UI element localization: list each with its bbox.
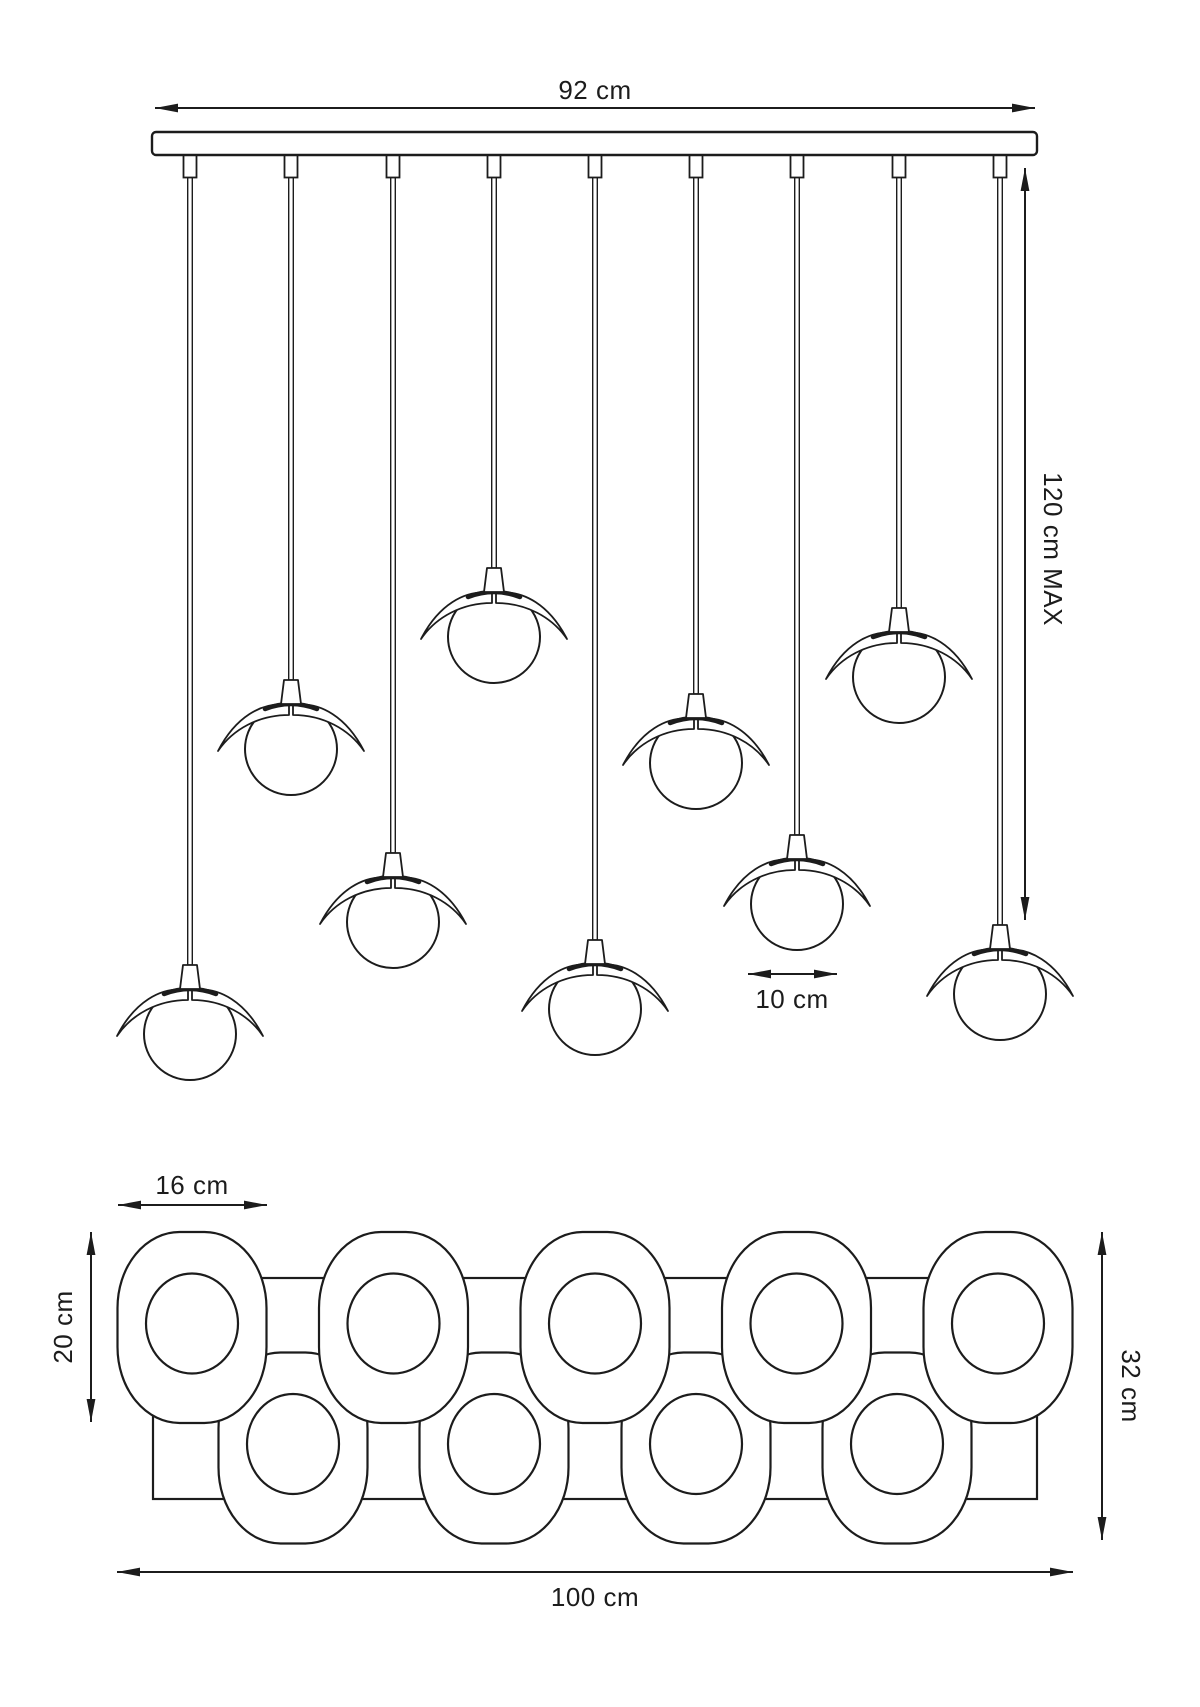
cord-grip-1 [182,153,198,179]
pendant-head-7 [724,835,870,950]
pendant-head-3 [320,853,466,968]
dimension-overall-depth: 32 cm [1097,1232,1146,1540]
dimension-canopy-width: 92 cm [155,75,1035,113]
pendant-cable-7 [794,176,801,836]
pendant-cable-4 [491,176,498,569]
dimension-shade-depth: 20 cm [48,1232,96,1422]
overall-width-label: 100 cm [551,1582,639,1612]
pendant-cable-8 [896,176,903,609]
cord-grip-6 [688,153,704,179]
cord-grip-7 [789,153,805,179]
cord-grip-2 [283,153,299,179]
pendant-head-4 [421,568,567,683]
pendant-head-6 [623,694,769,809]
plan-view: 16 cm 20 cm 32 cm 100 cm [48,1170,1146,1612]
front-view: 92 cm [117,75,1073,1080]
pendant-cable-2 [288,176,295,681]
pendant-head-8 [826,608,972,723]
shade-depth-label: 20 cm [48,1290,78,1363]
dimension-shade-width: 16 cm [118,1170,267,1210]
cord-grips [182,153,1008,179]
pendant-cable-3 [390,176,397,854]
cord-grip-3 [385,153,401,179]
shade-diameter-label: 10 cm [755,984,828,1014]
pendant-head-2 [218,680,364,795]
dimension-shade-diameter: 10 cm [748,969,837,1014]
cord-grip-4 [486,153,502,179]
plan-shade-9 [922,1230,1074,1425]
max-drop-label: 120 cm MAX [1038,472,1068,626]
mounting-bar [150,130,1039,157]
plan-shade-7 [720,1230,873,1425]
pendant-cable-6 [693,176,700,695]
cord-grip-8 [891,153,907,179]
pendant-cables [186,176,1004,966]
plan-shade-5 [519,1230,671,1425]
plan-shade-3 [317,1230,470,1425]
plan-shade-1 [116,1230,268,1425]
shade-width-label: 16 cm [155,1170,228,1200]
pendant-cable-1 [186,176,193,966]
pendant-cable-9 [997,176,1004,926]
overall-depth-label: 32 cm [1116,1349,1146,1422]
pendant-head-9 [927,925,1073,1040]
pendant-head-5 [522,940,668,1055]
pendant-head-1 [117,965,263,1080]
dimension-overall-width: 100 cm [117,1567,1073,1612]
pendant-cable-5 [592,176,599,941]
cord-grip-5 [587,153,603,179]
dimension-max-drop: 120 cm MAX [1020,168,1068,920]
canopy-width-label: 92 cm [558,75,631,105]
cord-grip-9 [992,153,1008,179]
